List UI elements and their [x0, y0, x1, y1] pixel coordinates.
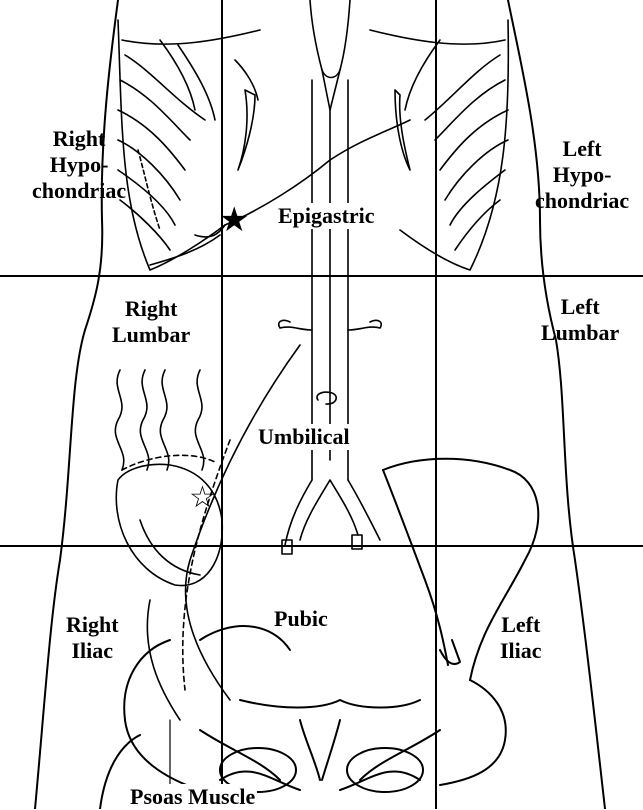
label-right-hypochondriac: Right Hypo- chondriac — [30, 126, 128, 204]
label-umbilical: Umbilical — [256, 424, 352, 450]
label-left-iliac: Left Iliac — [498, 612, 544, 664]
label-right-lumbar: Right Lumbar — [110, 296, 192, 348]
label-left-hypochondriac: Left Hypo- chondriac — [533, 136, 631, 214]
psoas-muscles — [147, 345, 300, 720]
label-left-lumbar: Left Lumbar — [539, 294, 621, 346]
great-vessels — [279, 80, 382, 554]
sternum — [310, 0, 350, 110]
label-pubic: Pubic — [272, 606, 330, 632]
left-rib-cage — [370, 20, 508, 270]
body-outline — [35, 0, 605, 809]
filled-star-icon: ★ — [219, 203, 249, 237]
ascending-colon — [115, 370, 222, 586]
label-psoas-muscle: Psoas Muscle — [128, 784, 257, 810]
pelvis — [100, 459, 538, 809]
label-epigastric: Epigastric — [276, 203, 377, 229]
liver-outline — [150, 120, 410, 265]
open-star-icon: ☆ — [189, 483, 216, 513]
label-right-iliac: Right Iliac — [64, 612, 121, 664]
